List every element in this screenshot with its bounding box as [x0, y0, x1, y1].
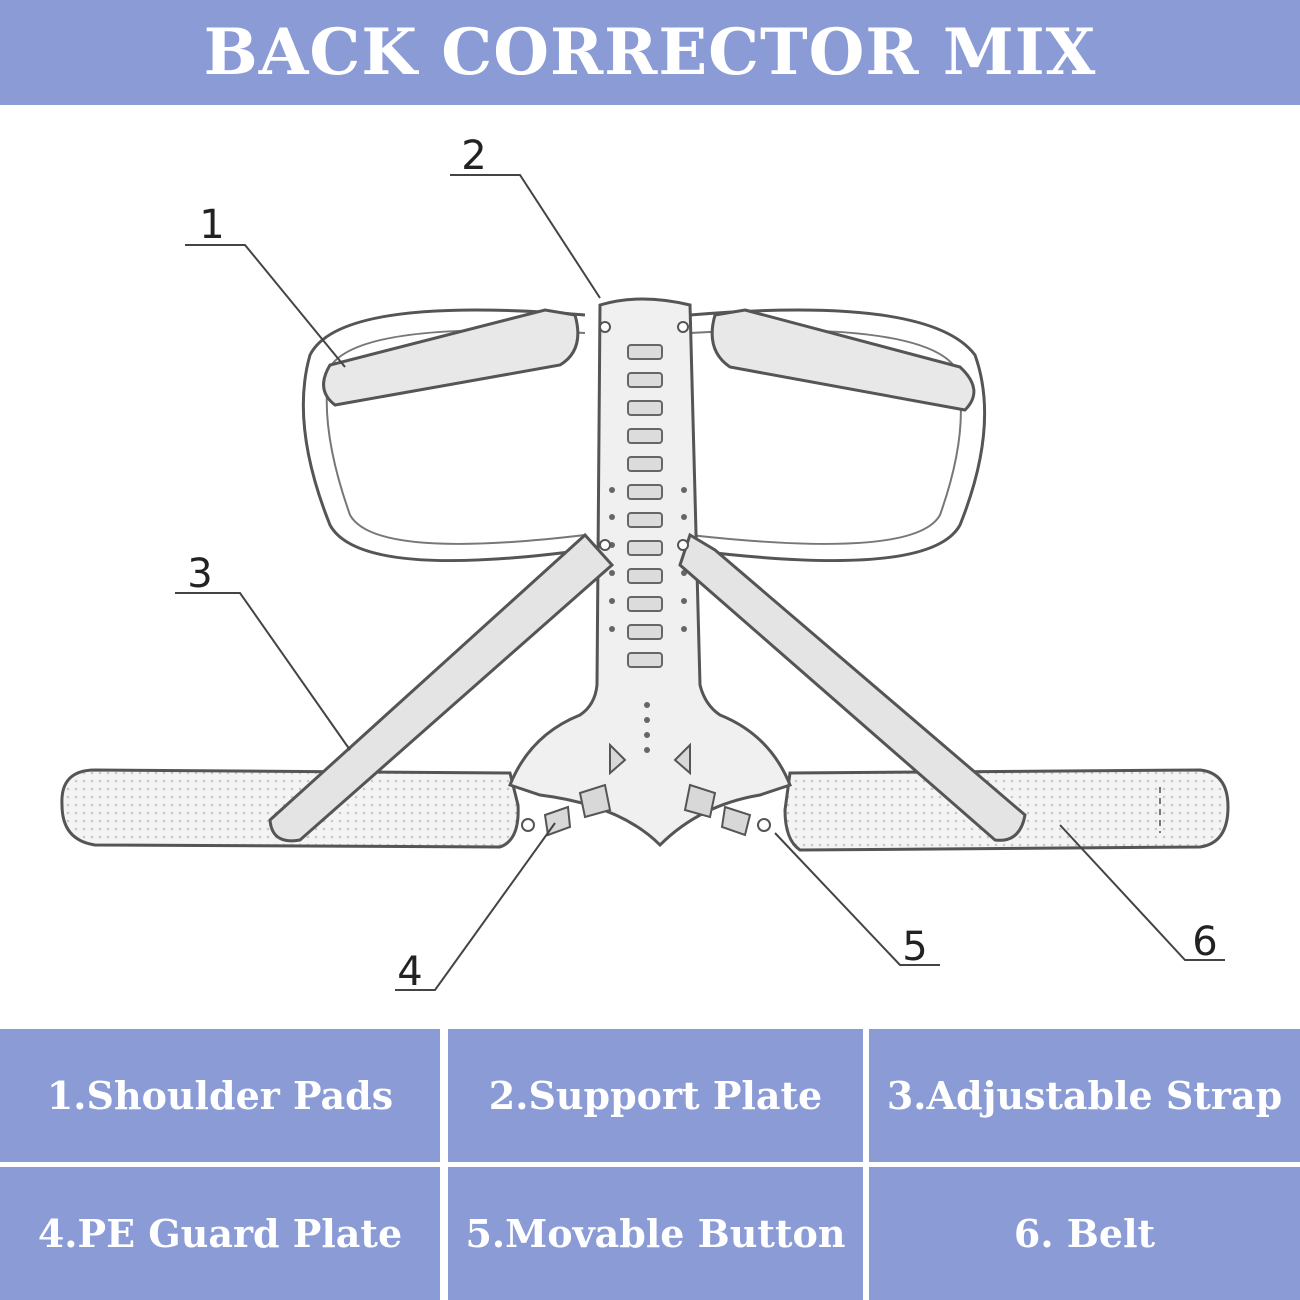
- legend-item-belt: 6. Belt: [869, 1167, 1300, 1300]
- callout-4: 4: [397, 949, 422, 995]
- adjustable-strap-right: [678, 532, 1027, 842]
- legend-grid: 1.Shoulder Pads 2.Support Plate 3.Adjust…: [0, 1025, 1300, 1300]
- header-banner: BACK CORRECTOR MIX: [0, 0, 1300, 105]
- legend-item-support-plate: 2.Support Plate: [448, 1029, 863, 1162]
- legend-item-adjustable-strap: 3.Adjustable Strap: [869, 1029, 1300, 1162]
- callout-6: 6: [1192, 919, 1217, 965]
- legend-item-pe-guard-plate: 4.PE Guard Plate: [0, 1167, 440, 1300]
- movable-button-left: [521, 818, 535, 832]
- legend-item-movable-button: 5.Movable Button: [448, 1167, 863, 1300]
- shoulder-loop-left: [301, 308, 586, 563]
- shoulder-pad-right: [710, 308, 976, 412]
- guard-plate-slots: [543, 742, 752, 837]
- callout-3: 3: [187, 551, 212, 597]
- support-plate-slots: [627, 344, 663, 668]
- legend-item-shoulder-pads: 1.Shoulder Pads: [0, 1029, 440, 1162]
- callout-leaders: [175, 174, 1225, 991]
- shoulder-pad-left: [322, 308, 580, 407]
- page-title: BACK CORRECTOR MIX: [203, 15, 1097, 90]
- shoulder-loop-right: [689, 308, 987, 563]
- shoulder-loop-left-inner: [325, 329, 586, 545]
- back-corrector-diagram: 1 2 3 4 5 6: [60, 133, 1230, 995]
- adjustable-strap-left: [268, 532, 615, 843]
- callout-1: 1: [199, 202, 224, 248]
- strap-pivots: [599, 321, 689, 551]
- callout-2: 2: [461, 133, 486, 179]
- shoulder-loop-right-inner: [689, 329, 962, 545]
- movable-button-right: [757, 818, 771, 832]
- callout-5: 5: [902, 924, 927, 970]
